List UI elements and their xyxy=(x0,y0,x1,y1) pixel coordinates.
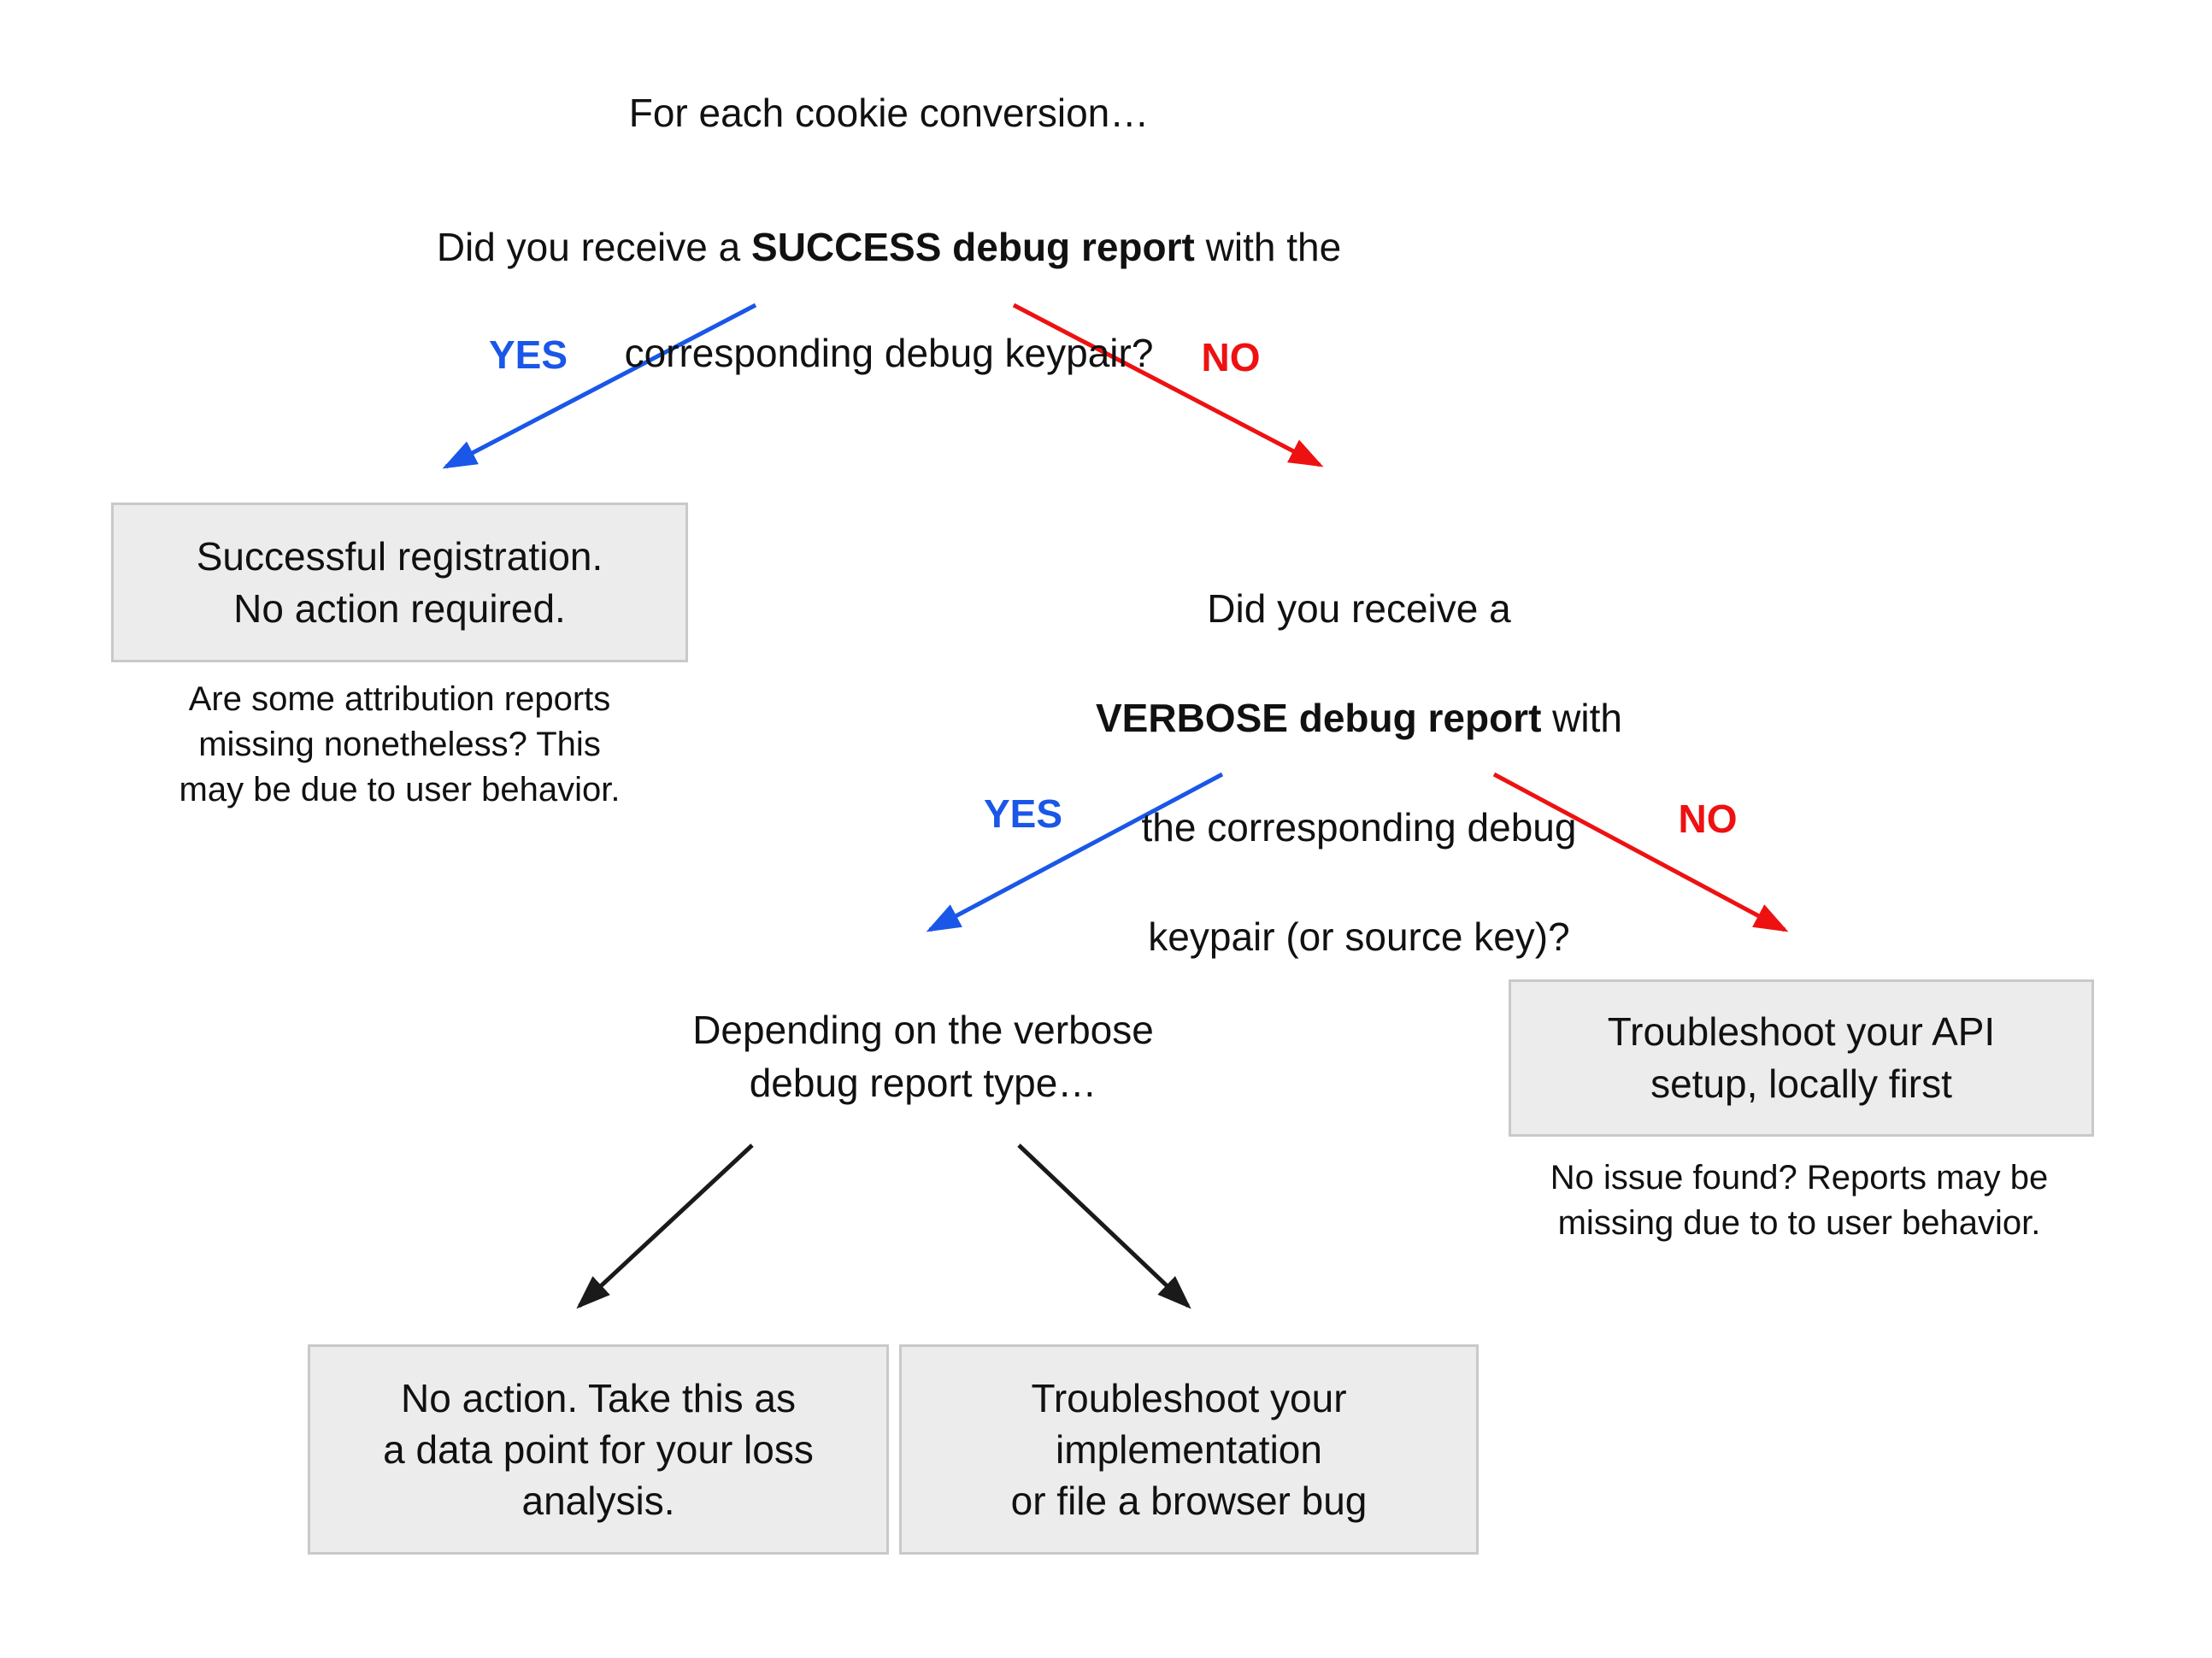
arrow-verbose-left xyxy=(576,1144,754,1309)
verbose-question-line3: the corresponding debug xyxy=(1141,805,1577,850)
arrow-yes-2 xyxy=(926,772,1224,932)
root-question-line1-bold: SUCCESS debug report xyxy=(751,225,1195,269)
verbose-question-line2-bold: VERBOSE debug report xyxy=(1096,696,1542,740)
success-box: Successful registration. No action requi… xyxy=(111,503,688,662)
depending-label: Depending on the verbose debug report ty… xyxy=(692,1008,1154,1105)
arrow-yes-1 xyxy=(442,303,757,469)
edge-label-yes-2: YES xyxy=(983,791,1063,836)
root-question-line1: Did you receive a SUCCESS debug report w… xyxy=(291,220,1487,273)
impl-box: Troubleshoot your implementation or file… xyxy=(899,1344,1479,1555)
edge-label-yes-1: YES xyxy=(488,332,568,377)
root-question-line2: corresponding debug keypair? xyxy=(624,331,1154,375)
edge-label-no-1: NO xyxy=(1201,335,1261,379)
arrow-verbose-right xyxy=(1017,1144,1191,1309)
root-question-line1-pre: Did you receive a xyxy=(436,225,752,269)
edge-label-no-2: NO xyxy=(1678,797,1738,841)
api-box: Troubleshoot your API setup, locally fir… xyxy=(1509,979,2094,1137)
arrow-no-2 xyxy=(1492,772,1789,932)
verbose-question-line4: keypair (or source key)? xyxy=(1148,914,1570,959)
verbose-question-line2: VERBOSE debug report with xyxy=(1017,691,1701,745)
verbose-question-line1: Did you receive a xyxy=(1207,586,1511,631)
root-question-line1-post: with the xyxy=(1194,225,1342,269)
root-question: Did you receive a SUCCESS debug report w… xyxy=(291,168,1487,432)
verbose-question: Did you receive a VERBOSE debug report w… xyxy=(1017,526,1701,1019)
verbose-question-line2-post: with xyxy=(1541,696,1622,740)
success-note: Are some attribution reports missing non… xyxy=(179,680,621,808)
root-question-title: For each cookie conversion… xyxy=(628,91,1150,135)
loss-box: No action. Take this as a data point for… xyxy=(308,1344,889,1555)
api-note: No issue found? Reports may be missing d… xyxy=(1550,1159,2049,1242)
arrow-no-1 xyxy=(1012,303,1324,467)
